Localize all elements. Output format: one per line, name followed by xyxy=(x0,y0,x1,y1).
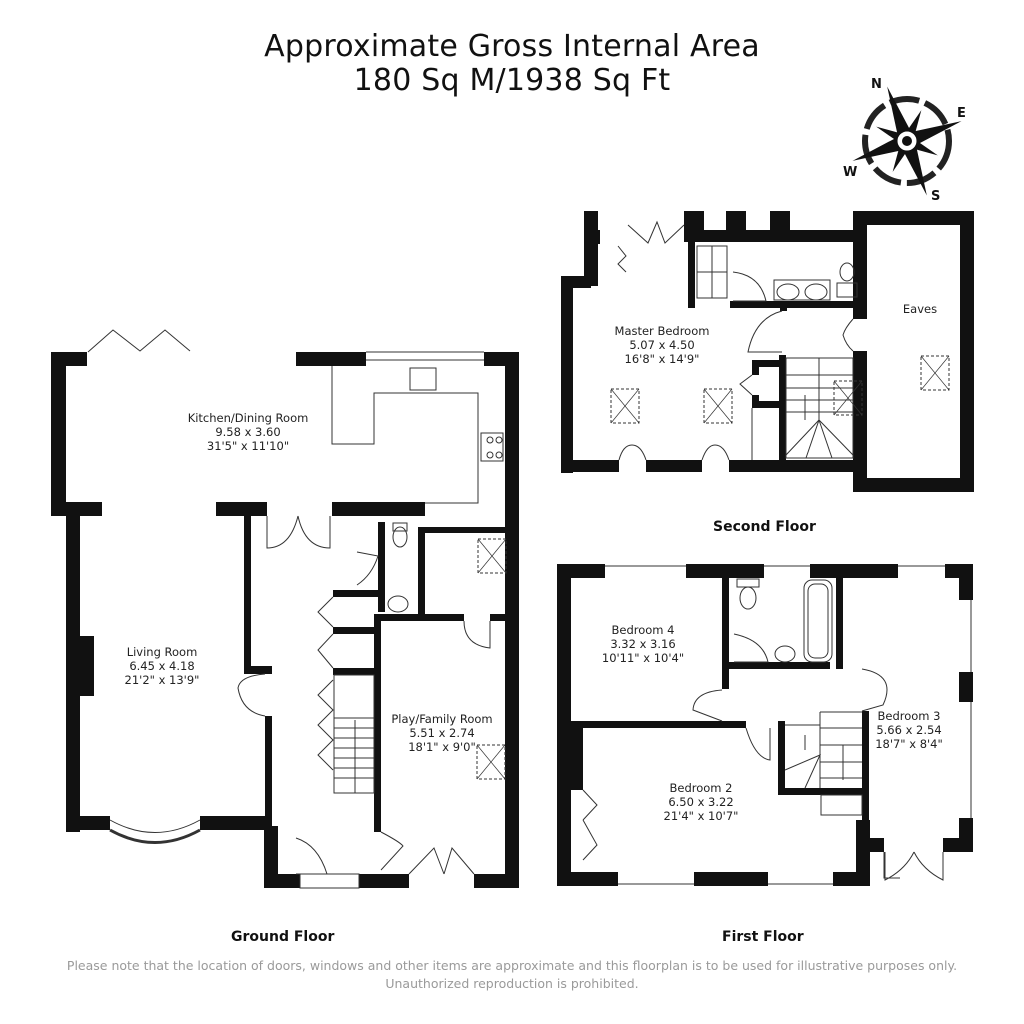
room-name-living: Living Room xyxy=(127,645,198,659)
second-floor-lines xyxy=(610,220,950,461)
room-name-eaves: Eaves xyxy=(903,302,937,316)
second-floor-label: Second Floor xyxy=(713,519,816,535)
ground-floor-plan xyxy=(51,352,519,888)
disclaimer-text: Please note that the location of doors, … xyxy=(66,958,958,991)
second-floor-plan xyxy=(561,211,974,492)
compass-south: S xyxy=(931,189,940,204)
room-name-playroom: Play/Family Room xyxy=(391,712,492,726)
room-name-master: Master Bedroom xyxy=(615,324,710,338)
room-imperial-bedroom2: 21'4" x 10'7" xyxy=(664,809,739,823)
compass-west: W xyxy=(843,165,857,180)
room-imperial-bedroom4: 10'11" x 10'4" xyxy=(602,651,684,665)
room-metric-living: 6.45 x 4.18 xyxy=(129,659,194,673)
compass-east: E xyxy=(957,106,966,121)
room-metric-bedroom2: 6.50 x 3.22 xyxy=(668,795,733,809)
room-metric-master: 5.07 x 4.50 xyxy=(629,338,694,352)
area-size: 180 Sq M/1938 Sq Ft xyxy=(353,63,671,98)
room-name-bedroom3: Bedroom 3 xyxy=(878,709,941,723)
ground-floor-label: Ground Floor xyxy=(231,929,335,945)
room-metric-kitchen: 9.58 x 3.60 xyxy=(215,425,280,439)
room-name-bedroom4: Bedroom 4 xyxy=(612,623,675,637)
compass-north: N xyxy=(871,77,882,92)
first-floor-lines xyxy=(582,565,972,885)
room-imperial-living: 21'2" x 13'9" xyxy=(125,673,200,687)
room-imperial-kitchen: 31'5" x 11'10" xyxy=(207,439,289,453)
room-imperial-bedroom3: 18'7" x 8'4" xyxy=(875,737,943,751)
compass-rose-icon xyxy=(852,86,962,196)
room-metric-bedroom4: 3.32 x 3.16 xyxy=(610,637,675,651)
room-name-bedroom2: Bedroom 2 xyxy=(670,781,733,795)
room-name-kitchen: Kitchen/Dining Room xyxy=(188,411,309,425)
ground-floor-lines xyxy=(87,329,507,889)
first-floor-label: First Floor xyxy=(722,929,804,945)
room-imperial-master: 16'8" x 14'9" xyxy=(625,352,700,366)
room-imperial-playroom: 18'1" x 9'0" xyxy=(408,740,476,754)
first-floor-plan xyxy=(557,564,973,886)
area-title: Approximate Gross Internal Area xyxy=(264,29,760,64)
room-metric-bedroom3: 5.66 x 2.54 xyxy=(876,723,941,737)
room-metric-playroom: 5.51 x 2.74 xyxy=(409,726,474,740)
